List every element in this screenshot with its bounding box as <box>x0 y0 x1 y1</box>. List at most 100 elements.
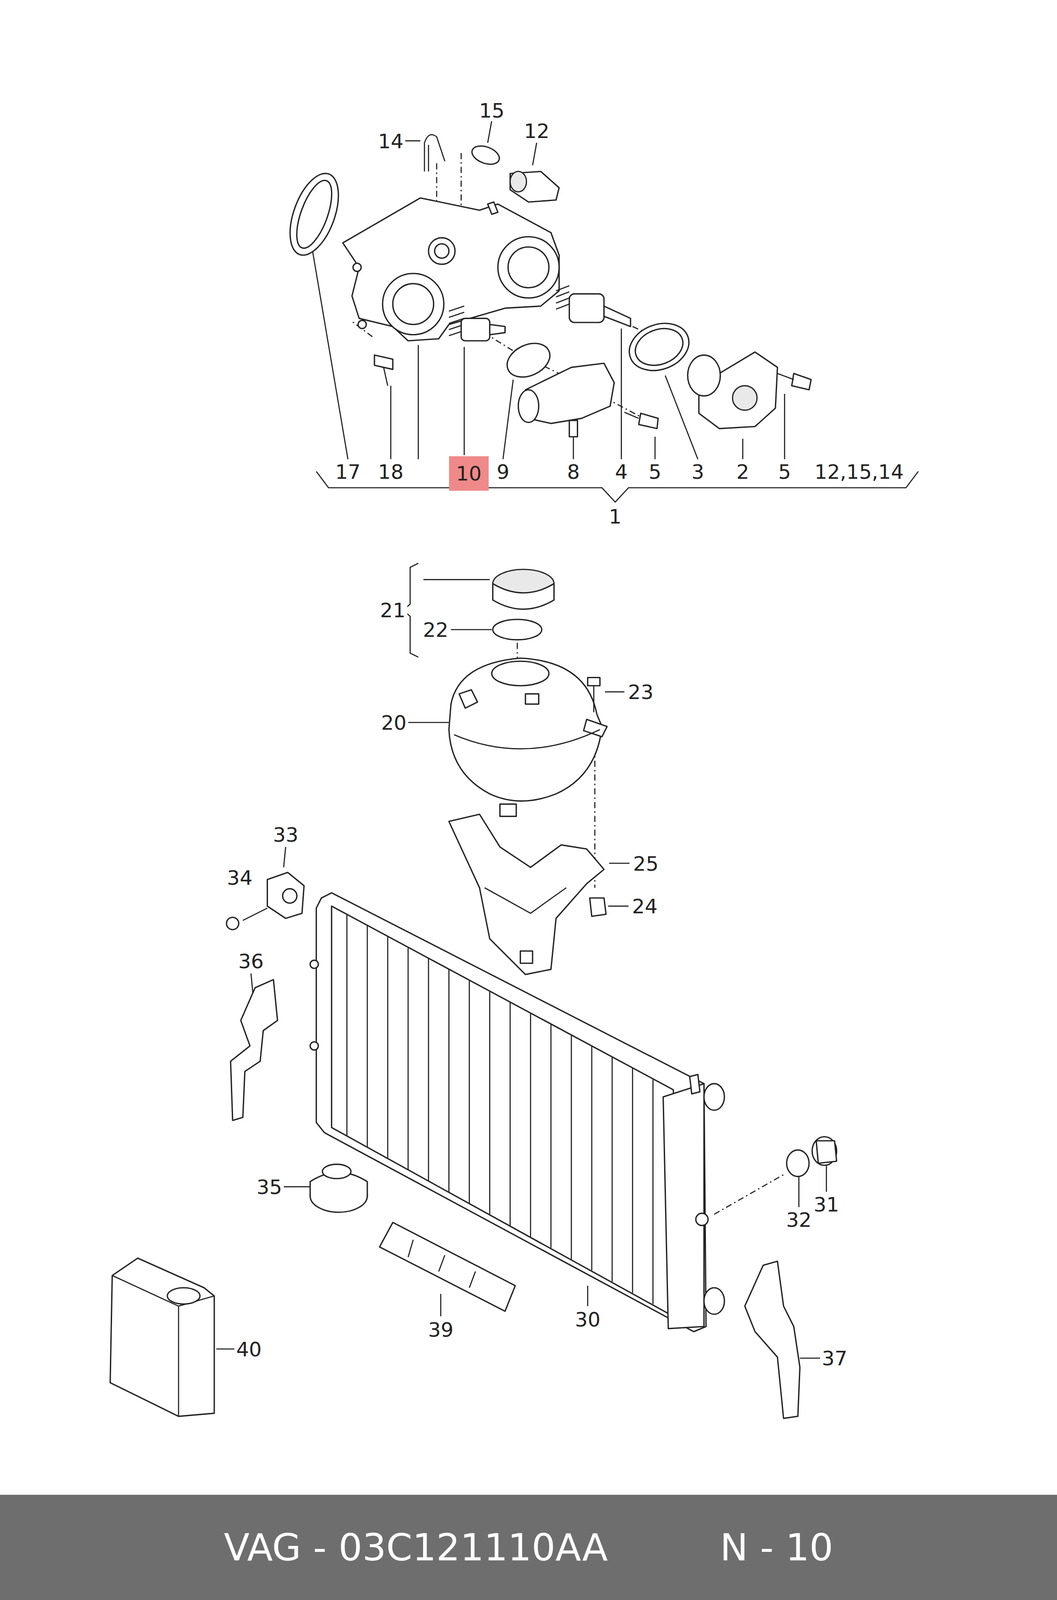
coolant-canister <box>112 1275 214 1417</box>
leader-line <box>607 905 629 908</box>
thermostat-housing <box>342 198 560 341</box>
thermostat-10 <box>489 324 505 335</box>
callout-number: 14 <box>376 129 406 152</box>
coolant-canister <box>110 1258 215 1417</box>
leader-line <box>800 1357 821 1360</box>
sender-12 <box>509 171 559 202</box>
cap-21 <box>492 569 555 610</box>
callout-number: 31 <box>812 1193 841 1216</box>
footer-band: VAG - 03C121110AAN - 10 <box>0 1494 1057 1600</box>
callout-number: 39 <box>426 1319 456 1341</box>
flange-2 <box>732 385 757 410</box>
o-ring-3 <box>622 315 696 379</box>
clip-14 <box>424 134 445 172</box>
air-guide-39 <box>408 1239 476 1288</box>
leader-line <box>423 578 490 581</box>
leader-line <box>654 436 656 460</box>
mount-35 <box>310 1164 368 1213</box>
leader-line <box>216 120 919 1359</box>
bracket-37 <box>744 1261 800 1419</box>
callout-number: 12 <box>522 119 552 142</box>
radiator-30 <box>310 1042 319 1051</box>
leader-line <box>503 379 514 460</box>
leader-line <box>783 394 786 460</box>
expansion-tank <box>454 729 600 749</box>
bolt-23 <box>593 685 595 713</box>
o-ring-15 <box>469 142 502 168</box>
leader-line <box>216 1348 235 1350</box>
thermostat-housing <box>353 263 362 272</box>
leader-line <box>825 1163 827 1193</box>
callout-number: 24 <box>630 895 660 918</box>
bolt <box>383 367 388 386</box>
expansion-tank <box>491 661 549 686</box>
bracket-36 <box>230 979 278 1121</box>
callout-number: 32 <box>784 1208 814 1231</box>
callout-number: 18 <box>376 460 406 483</box>
radiator-30 <box>703 1083 725 1111</box>
clip-14 <box>427 144 430 172</box>
radiator-30 <box>695 1213 709 1226</box>
leader-line <box>408 722 450 724</box>
callout-number: 1 <box>607 505 624 528</box>
mount-33 <box>226 917 240 930</box>
bracket-25 <box>449 814 605 975</box>
o-ring-22 <box>492 619 542 640</box>
callout-number: 35 <box>254 1175 284 1198</box>
radiator-30 <box>703 1287 725 1315</box>
thermostat-housing <box>358 320 367 329</box>
radiator-30 <box>689 1074 700 1095</box>
callout-number: 3 <box>689 460 706 483</box>
thermostat-housing <box>434 244 450 259</box>
thermostat-4 <box>555 285 631 327</box>
callout-number: 22 <box>421 618 451 641</box>
bracket-37 <box>744 1261 800 1419</box>
o-ring-22 <box>492 619 542 640</box>
leader-line <box>403 140 421 142</box>
plug-31-32 <box>786 1136 837 1177</box>
expansion-tank <box>449 658 608 817</box>
pipe-8 <box>518 363 615 437</box>
thermostat-4 <box>604 306 631 327</box>
callout-number: 5 <box>647 460 664 483</box>
radiator-30 <box>663 1083 705 1329</box>
mount-33 <box>267 872 304 919</box>
expansion-tank <box>583 719 608 738</box>
callout-number: 5 <box>776 460 793 483</box>
radiator-30 <box>310 892 725 1332</box>
callout-number: 33 <box>271 823 301 846</box>
dash-dot-line <box>449 311 654 424</box>
leader-line <box>283 846 286 868</box>
o-ring-3 <box>630 322 689 372</box>
pipe-8 <box>525 363 614 424</box>
bolt <box>374 355 812 429</box>
sender-12 <box>509 171 559 202</box>
leader-line <box>463 346 465 456</box>
thermostat-10 <box>449 306 506 341</box>
callout-number: 30 <box>573 1308 602 1331</box>
leader-line <box>440 1293 442 1317</box>
expansion-tank <box>499 804 516 817</box>
radiator-30 <box>310 960 319 969</box>
o-ring-9 <box>501 336 556 384</box>
bolt <box>638 413 659 429</box>
callout-number: 25 <box>631 852 661 875</box>
air-guide-39 <box>379 1222 516 1312</box>
bolt <box>374 355 393 370</box>
bracket-25 <box>449 814 605 975</box>
bracket-25 <box>484 887 567 914</box>
nut-24 <box>589 898 606 917</box>
bracket-36 <box>230 979 278 1121</box>
plug-31-32 <box>812 1136 837 1166</box>
thermostat-housing <box>487 201 499 215</box>
gasket-17 <box>280 167 349 262</box>
leader-line <box>532 142 537 166</box>
highlighted-callout: 10 <box>449 456 489 491</box>
leader-line <box>390 385 392 459</box>
bolt <box>777 373 794 380</box>
bracket-25 <box>520 951 533 964</box>
thermostat-housing <box>382 273 444 335</box>
gasket-17 <box>280 167 349 262</box>
thermostat-4 <box>569 293 604 323</box>
callout-number: 21 <box>378 599 408 622</box>
